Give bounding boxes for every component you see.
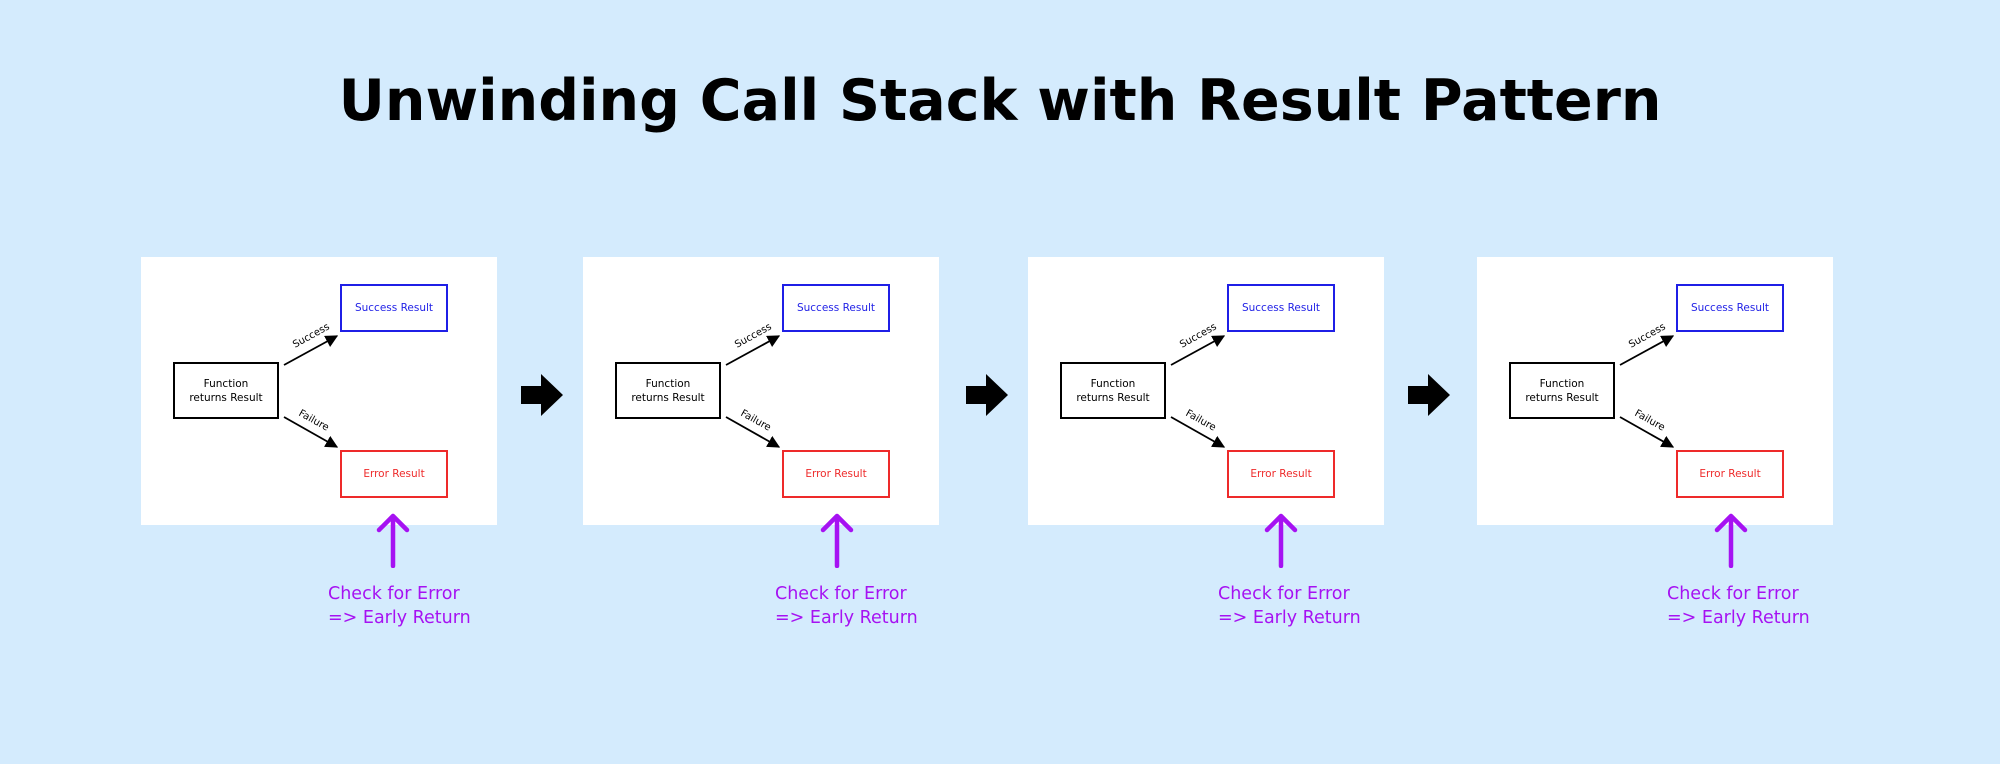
failure-edge-label: Failure [297, 408, 331, 434]
check-arrow-up-icon [820, 513, 854, 568]
check-note-line1: Check for Error [1667, 584, 1799, 604]
success-edge [283, 335, 339, 366]
check-arrow-up-icon [1264, 513, 1298, 568]
success-edge [1619, 335, 1675, 366]
page-title: Unwinding Call Stack with Result Pattern [338, 68, 1662, 134]
failure-edge [283, 416, 339, 448]
stack-frame-panel-4: Success Failure Function returns Result … [1477, 257, 1833, 525]
failure-edge [725, 416, 781, 448]
function-label-line1: Function [1539, 377, 1585, 390]
success-edge [1170, 335, 1226, 366]
function-label-line2: returns Result [631, 391, 705, 404]
error-result-box: Error Result [1227, 450, 1335, 498]
check-arrow-up-icon [376, 513, 410, 568]
flow-arrow-right-icon [521, 374, 563, 416]
panel-edges: Success Failure [1619, 321, 1675, 448]
check-arrow-up-icon [1714, 513, 1748, 568]
failure-edge [1170, 416, 1226, 448]
failure-edge-label: Failure [1633, 408, 1667, 434]
check-note-line2: => Early Return [328, 608, 471, 628]
check-note: Check for Error => Early Return [1218, 582, 1458, 630]
success-result-box: Success Result [1676, 284, 1784, 332]
function-label-line2: returns Result [1525, 391, 1599, 404]
success-edge-label: Success [733, 321, 774, 350]
panel-edges: Success Failure [725, 321, 781, 448]
function-label-line2: returns Result [1076, 391, 1150, 404]
stack-frame-panel-3: Success Failure Function returns Result … [1028, 257, 1384, 525]
success-edge-label: Success [1627, 321, 1668, 350]
check-note-line2: => Early Return [1667, 608, 1810, 628]
check-note: Check for Error => Early Return [1667, 582, 1907, 630]
function-label-line1: Function [203, 377, 249, 390]
check-note-line1: Check for Error [1218, 584, 1350, 604]
stack-frame-panel-1: Success Failure Function returns Result … [141, 257, 497, 525]
success-result-box: Success Result [1227, 284, 1335, 332]
check-note-line2: => Early Return [1218, 608, 1361, 628]
function-label-line2: returns Result [189, 391, 263, 404]
function-label-line1: Function [1090, 377, 1136, 390]
error-result-box: Error Result [340, 450, 448, 498]
function-box: Function returns Result [1060, 362, 1166, 419]
success-result-box: Success Result [782, 284, 890, 332]
success-edge-label: Success [291, 321, 332, 350]
success-edge [725, 335, 781, 366]
function-label-line1: Function [645, 377, 691, 390]
failure-edge [1619, 416, 1675, 448]
check-note: Check for Error => Early Return [775, 582, 1015, 630]
function-box: Function returns Result [615, 362, 721, 419]
check-note-line2: => Early Return [775, 608, 918, 628]
check-note-line1: Check for Error [775, 584, 907, 604]
failure-edge-label: Failure [739, 408, 773, 434]
check-note-line1: Check for Error [328, 584, 460, 604]
flow-arrow-right-icon [966, 374, 1008, 416]
check-note: Check for Error => Early Return [328, 582, 568, 630]
stack-frame-panel-2: Success Failure Function returns Result … [583, 257, 939, 525]
panel-edges: Success Failure [283, 321, 339, 448]
panel-edges: Success Failure [1170, 321, 1226, 448]
failure-edge-label: Failure [1184, 408, 1218, 434]
success-result-box: Success Result [340, 284, 448, 332]
function-box: Function returns Result [173, 362, 279, 419]
function-box: Function returns Result [1509, 362, 1615, 419]
error-result-box: Error Result [782, 450, 890, 498]
success-edge-label: Success [1178, 321, 1219, 350]
flow-arrow-right-icon [1408, 374, 1450, 416]
error-result-box: Error Result [1676, 450, 1784, 498]
